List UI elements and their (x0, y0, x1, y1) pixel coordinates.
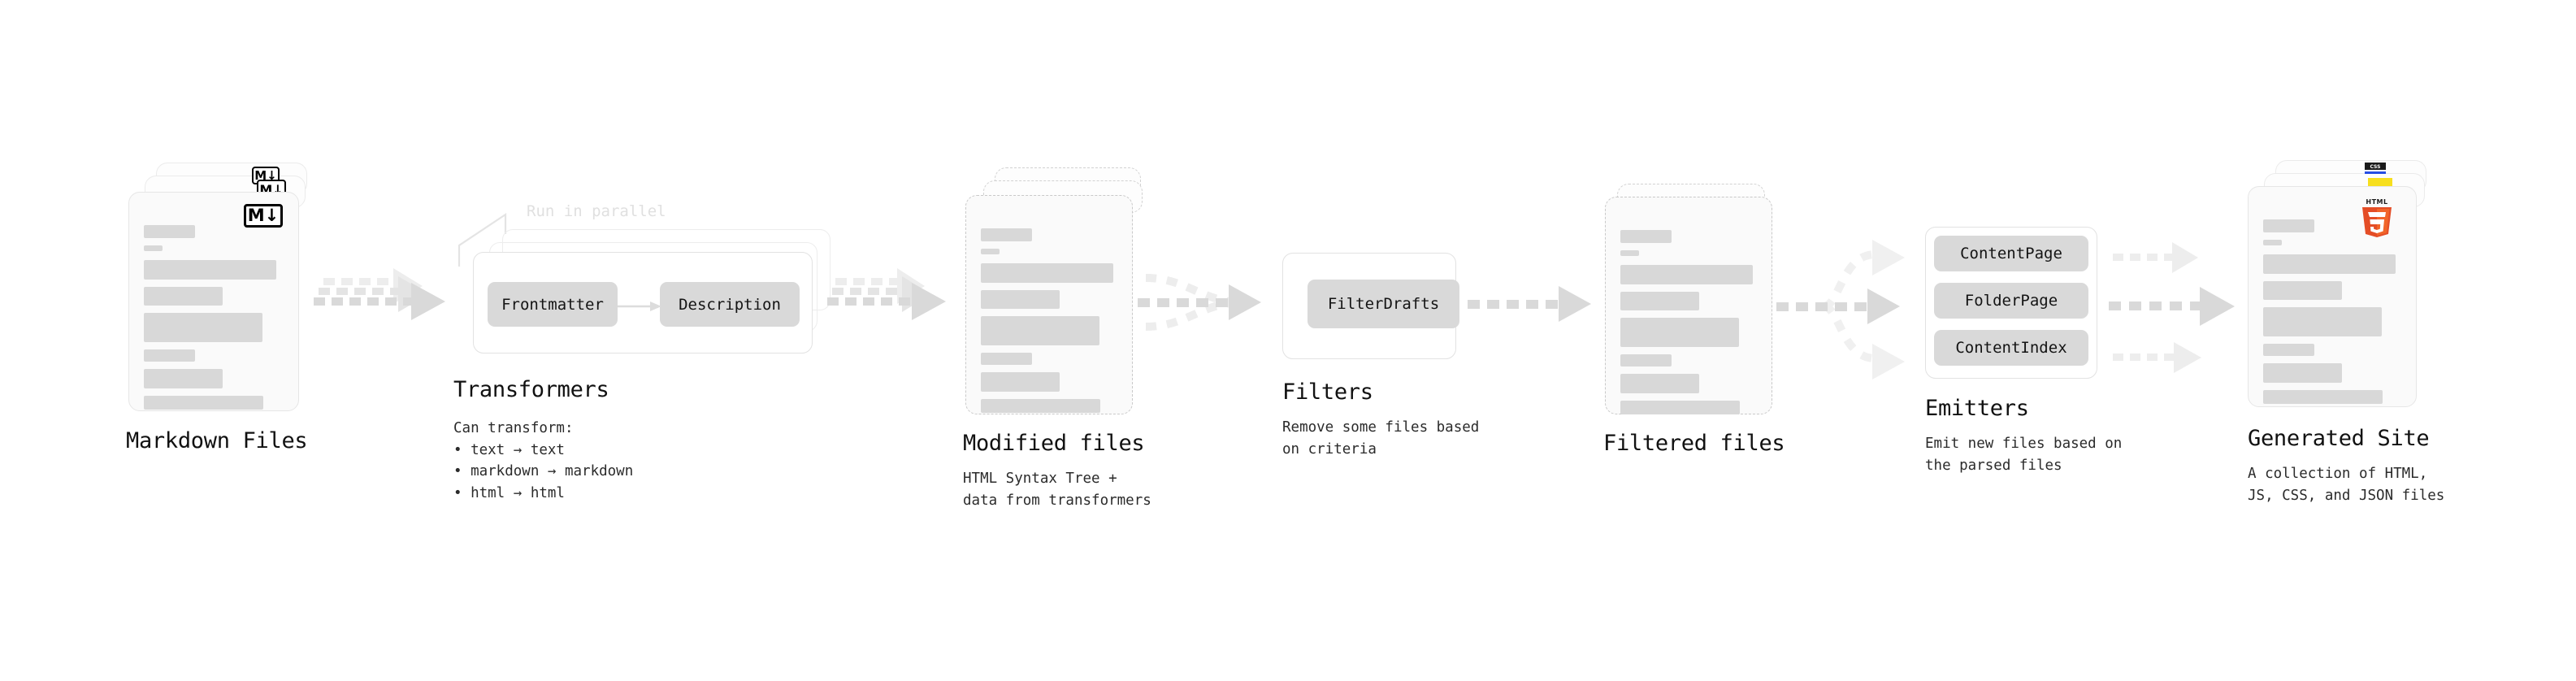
stage-subtitle-filters: Remove some files based on criteria (1282, 419, 1480, 458)
bar-para-4 (144, 349, 195, 362)
emitter-pill-folderpage[interactable]: FolderPage (1934, 283, 2088, 319)
bar-sub (981, 249, 1000, 254)
stage-title-filters: Filters (1282, 380, 1373, 405)
stage-title-emitters: Emitters (1925, 396, 2029, 421)
bar-para-6 (981, 399, 1100, 413)
css-badge: CSS (2365, 163, 2386, 174)
transformer-pill-description-label: Description (679, 295, 781, 314)
markdown-card-front: M↓ (128, 192, 299, 411)
connector-md-to-transformers (314, 268, 445, 320)
transformer-main-arrow (618, 301, 661, 311)
bar-para-2 (1620, 292, 1699, 310)
bar-para-5 (981, 372, 1060, 392)
markdown-badge: M↓ (244, 204, 283, 228)
site-card-bars (2263, 219, 2401, 411)
bar-title (2263, 219, 2314, 232)
transformer-pill-frontmatter[interactable]: Frontmatter (488, 282, 618, 327)
bar-para-3 (981, 316, 1099, 345)
bar-para-1 (2263, 254, 2396, 274)
emitter-pill-contentpage[interactable]: ContentPage (1934, 236, 2088, 271)
bar-para-3 (144, 313, 262, 342)
bar-para-5 (2263, 363, 2342, 383)
filter-pill-filterdrafts-label: FilterDrafts (1327, 295, 1440, 313)
bar-para-1 (981, 263, 1113, 283)
bar-para-1 (1620, 265, 1753, 284)
bar-para-1 (144, 260, 276, 280)
filtered-card-front (1605, 197, 1772, 414)
bar-para-2 (144, 287, 223, 306)
stage-subtitle-transformers: Can transform: • text → text • markdown … (453, 420, 634, 501)
site-card-front: HTML (2248, 186, 2417, 407)
stage-title-markdown-files: Markdown Files (126, 428, 308, 453)
bar-para-6 (144, 396, 263, 410)
bar-sub (1620, 250, 1639, 256)
modified-card-front (965, 195, 1133, 414)
stage-title-filtered-files: Filtered files (1603, 431, 1785, 456)
bar-title (1620, 230, 1672, 243)
transformer-pill-frontmatter-label: Frontmatter (501, 295, 604, 314)
run-in-parallel-label: Run in parallel (527, 202, 666, 220)
transformer-pill-description[interactable]: Description (660, 282, 800, 327)
filter-pill-filterdrafts[interactable]: FilterDrafts (1308, 280, 1459, 328)
bar-title (981, 228, 1032, 241)
bar-para-5 (144, 369, 223, 388)
bar-para-5 (1620, 374, 1699, 393)
bar-para-4 (2263, 344, 2314, 356)
connector-transformers-to-modified (827, 268, 946, 320)
bar-para-3 (2263, 307, 2382, 336)
bar-para-4 (981, 353, 1032, 365)
connector-filters-to-filtered (1468, 286, 1591, 322)
markdown-badge-label: M↓ (247, 206, 280, 225)
filtered-card-bars (1620, 230, 1757, 422)
bar-para-4 (1620, 354, 1672, 367)
stage-title-transformers: Transformers (453, 377, 609, 402)
bar-para-3 (1620, 318, 1739, 347)
bar-para-6 (1620, 401, 1740, 414)
stage-title-generated-site: Generated Site (2248, 426, 2430, 451)
svg-text:CSS: CSS (2370, 164, 2381, 170)
emitter-pill-contentindex-label: ContentIndex (1955, 339, 2067, 357)
run-in-parallel-brace (458, 212, 507, 267)
bar-para-6 (2263, 390, 2383, 404)
markdown-card-bars (144, 225, 284, 417)
stage-subtitle-emitters: Emit new files based on the parsed files (1925, 436, 2123, 474)
emitter-pill-folderpage-label: FolderPage (1964, 292, 2058, 310)
html5-badge: HTML (2362, 198, 2392, 237)
modified-card-bars (981, 228, 1117, 420)
connector-filtered-to-emitters (1776, 240, 1905, 380)
bar-sub (144, 245, 163, 251)
connector-emitters-to-site (2109, 242, 2235, 373)
stage-title-modified-files: Modified files (963, 431, 1145, 456)
svg-text:HTML: HTML (2366, 198, 2387, 206)
bar-para-2 (2263, 281, 2342, 300)
bar-title (144, 225, 195, 238)
emitter-pill-contentindex[interactable]: ContentIndex (1934, 330, 2088, 366)
stage-subtitle-generated-site: A collection of HTML, JS, CSS, and JSON … (2248, 466, 2445, 504)
connector-modified-to-filters (1138, 274, 1261, 331)
emitter-pill-contentpage-label: ContentPage (1960, 245, 2062, 262)
stage-subtitle-modified-files: HTML Syntax Tree + data from transformer… (963, 471, 1151, 509)
bar-para-2 (981, 290, 1060, 309)
bar-sub (2263, 240, 2282, 245)
